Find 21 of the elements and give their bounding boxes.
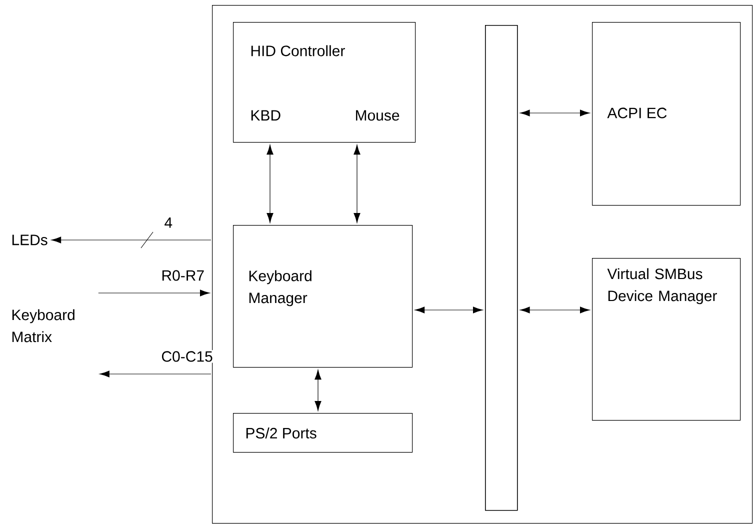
edge-label: R0-R7 [160,269,206,282]
double-arrow [414,306,483,314]
bus-bar [485,25,518,511]
matrix-label: Keyboard Matrix [12,309,74,342]
double-arrow [266,144,274,223]
chip-outline [212,5,753,524]
edge-label: 4 [163,216,174,229]
double-arrow [520,110,590,116]
manager-box: Virtual SMBus Device Manager [592,258,741,421]
double-arrow [314,370,322,411]
manager-box: Keyboard Manager [233,225,413,368]
double-arrow [520,306,590,314]
controller-box: ACPI EC [592,22,741,206]
output-label: LEDs [12,234,48,246]
controller-box: HID Controller KBD Mouse [233,22,416,143]
double-arrow [354,144,360,223]
signal-arrow [51,236,212,244]
signal-arrow [98,290,210,296]
port-box: PS/2 Ports [233,413,413,453]
edge-label: C0-C15 [160,350,214,363]
signal-arrow [100,370,212,378]
